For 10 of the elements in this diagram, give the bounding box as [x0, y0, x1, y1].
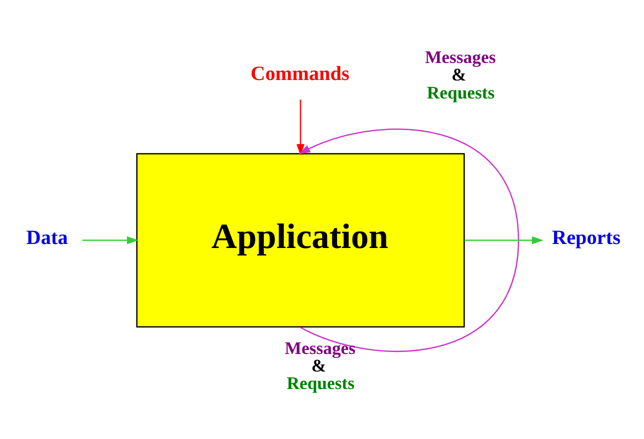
node-text: Commands	[250, 63, 350, 86]
node-text: Reports	[552, 226, 620, 249]
arrow	[82, 236, 138, 244]
label: Messages & Requests	[424, 47, 496, 102]
arrow	[298, 128, 520, 352]
node-text: Data	[26, 226, 68, 249]
arrow	[464, 236, 544, 244]
node-box: Application	[136, 153, 465, 328]
arrow	[296, 100, 304, 156]
edge-label: Messages & Requests	[284, 338, 356, 394]
